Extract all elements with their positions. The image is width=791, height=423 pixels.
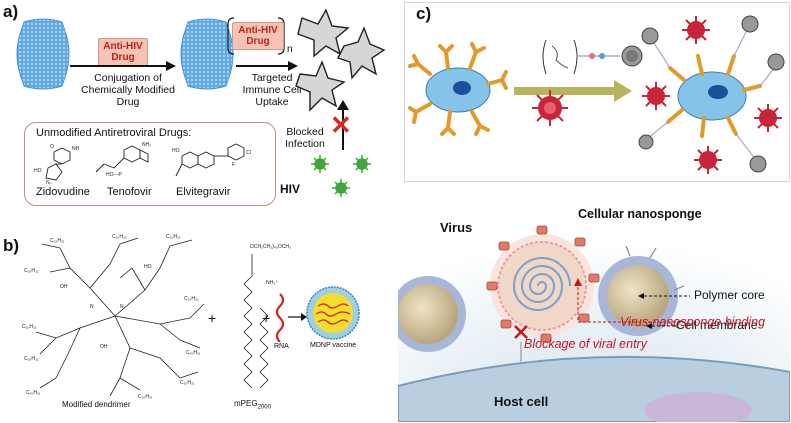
svg-text:C₁₀H₂₁: C₁₀H₂₁	[138, 394, 153, 400]
immune-cells	[295, 8, 386, 112]
anti-hiv-drug-label-2: Anti-HIV Drug	[232, 22, 284, 50]
dendritic-cell-left	[408, 42, 508, 136]
peg-caption: mPEG2000	[234, 399, 271, 411]
svg-text:NH₂: NH₂	[142, 142, 151, 148]
arrow-olive	[514, 80, 632, 102]
svg-text:C₁₀H₂₁: C₁₀H₂₁	[184, 296, 199, 302]
panel-c-frame	[404, 2, 790, 182]
unmodified-drugs-title: Unmodified Antiretroviral Drugs:	[36, 127, 192, 139]
drug-name-tenofovir: Tenofovir	[107, 186, 152, 198]
plus-sign-1: +	[208, 310, 217, 326]
svg-text:HO: HO	[144, 264, 152, 270]
svg-text:OCH₂CH₂)₄₅OCH₃: OCH₂CH₂)₄₅OCH₃	[250, 244, 291, 250]
svg-text:HO: HO	[34, 168, 42, 174]
arrow-vaccine	[288, 313, 307, 321]
svg-text:HO: HO	[172, 148, 180, 154]
virus-panel-c	[532, 90, 568, 126]
virus-nanosponge-binding-label: Virus-nanosponge binding	[620, 315, 766, 329]
svg-text:N₃: N₃	[46, 180, 52, 184]
blocked-caption: Blocked Infection	[285, 126, 325, 150]
svg-text:HO—P: HO—P	[106, 172, 123, 178]
svg-text:O: O	[50, 144, 54, 150]
cell-membrane-label: Cell membrane	[676, 318, 758, 332]
panel-b-letter: b)	[3, 236, 20, 255]
bracket	[227, 17, 285, 55]
dendrimer-caption: Modified dendrimer	[62, 400, 131, 409]
svg-text:C₁₀H₂₁: C₁₀H₂₁	[166, 234, 181, 240]
peg-text: mPEG	[234, 399, 258, 408]
svg-text:N: N	[120, 304, 124, 310]
drug-name-elvitegravir: Elvitegravir	[176, 186, 231, 198]
hiv-viruses	[311, 155, 371, 197]
targeted-caption: Targeted Immune Cell Uptake	[242, 72, 302, 108]
svg-text:C₁₀H₂₁: C₁₀H₂₁	[180, 380, 195, 386]
svg-text:C₁₀H₂₁: C₁₀H₂₁	[24, 356, 39, 362]
mdnp-vaccine-label: MDNP vaccine	[310, 342, 357, 349]
rna-strand	[275, 293, 285, 342]
membrane-pointer	[646, 323, 678, 329]
arrow-uptake	[236, 61, 298, 71]
dendrimer-structure: C₁₀H₂₁ C₁₀H₂₁ C₁₀H₂₁ C₁₀H₂₁ C₁₀H₂₁ C₁₀H₂₁ C₁…	[22, 234, 205, 400]
rna-label: RNA	[274, 343, 289, 350]
mdnp-vaccine-particle	[306, 286, 360, 340]
svg-text:F: F	[232, 162, 235, 168]
panel-d-illustration	[398, 196, 790, 422]
blockage-label: Blockage of viral entry	[524, 337, 647, 351]
svg-text:N: N	[90, 304, 94, 310]
panel-a-letter: a)	[3, 2, 19, 21]
blocked-x-icon: ✕	[330, 110, 352, 140]
svg-text:C₁₀H₂₁: C₁₀H₂₁	[112, 234, 127, 240]
svg-text:NH: NH	[72, 146, 80, 152]
nanoparticle-construct	[542, 39, 643, 75]
svg-text:OH: OH	[60, 284, 68, 290]
cell-complex-right	[638, 15, 785, 174]
host-cell-label: Host cell	[494, 394, 549, 409]
plus-sign-2: +	[262, 310, 271, 326]
svg-text:C₁₀H₂₁: C₁₀H₂₁	[22, 324, 37, 330]
svg-text:OH: OH	[100, 344, 108, 350]
unmodified-drugs-box	[24, 122, 276, 206]
svg-text:C₁₀H₂₁: C₁₀H₂₁	[50, 238, 65, 244]
drug-structures: O NH HO N₃ NH₂ HO—P HO ClF	[34, 142, 251, 184]
svg-text:C₁₀H₂₁: C₁₀H₂₁	[186, 350, 201, 356]
arrow-conjugation	[70, 61, 176, 71]
arrow-blocked	[337, 100, 349, 150]
drug-name-zidovudine: Zidovudine	[36, 186, 90, 198]
hiv-label: HIV	[280, 182, 301, 196]
nanoparticle-1	[16, 18, 70, 90]
panel-c-letter: c)	[416, 4, 432, 23]
peg-subscript: 2000	[257, 404, 271, 411]
svg-text:Cl: Cl	[246, 150, 251, 156]
subscript-n: n	[287, 44, 293, 55]
virus-label: Virus	[440, 220, 473, 235]
svg-text:C₁₀H₂₁: C₁₀H₂₁	[26, 390, 41, 396]
nanosponge-label: Cellular nanosponge	[578, 207, 702, 221]
svg-text:C₁₀H₂₁: C₁₀H₂₁	[24, 268, 39, 274]
nanoparticle-2	[180, 18, 234, 90]
svg-text:NH₃⁺: NH₃⁺	[266, 280, 278, 286]
polymer-core-label: Polymer core	[694, 288, 765, 302]
conjugation-caption: Conjugation of Chemically Modified Drug	[81, 72, 175, 108]
peg-structure: OCH₂CH₂)₄₅OCH₃ NH₃⁺	[243, 244, 291, 389]
